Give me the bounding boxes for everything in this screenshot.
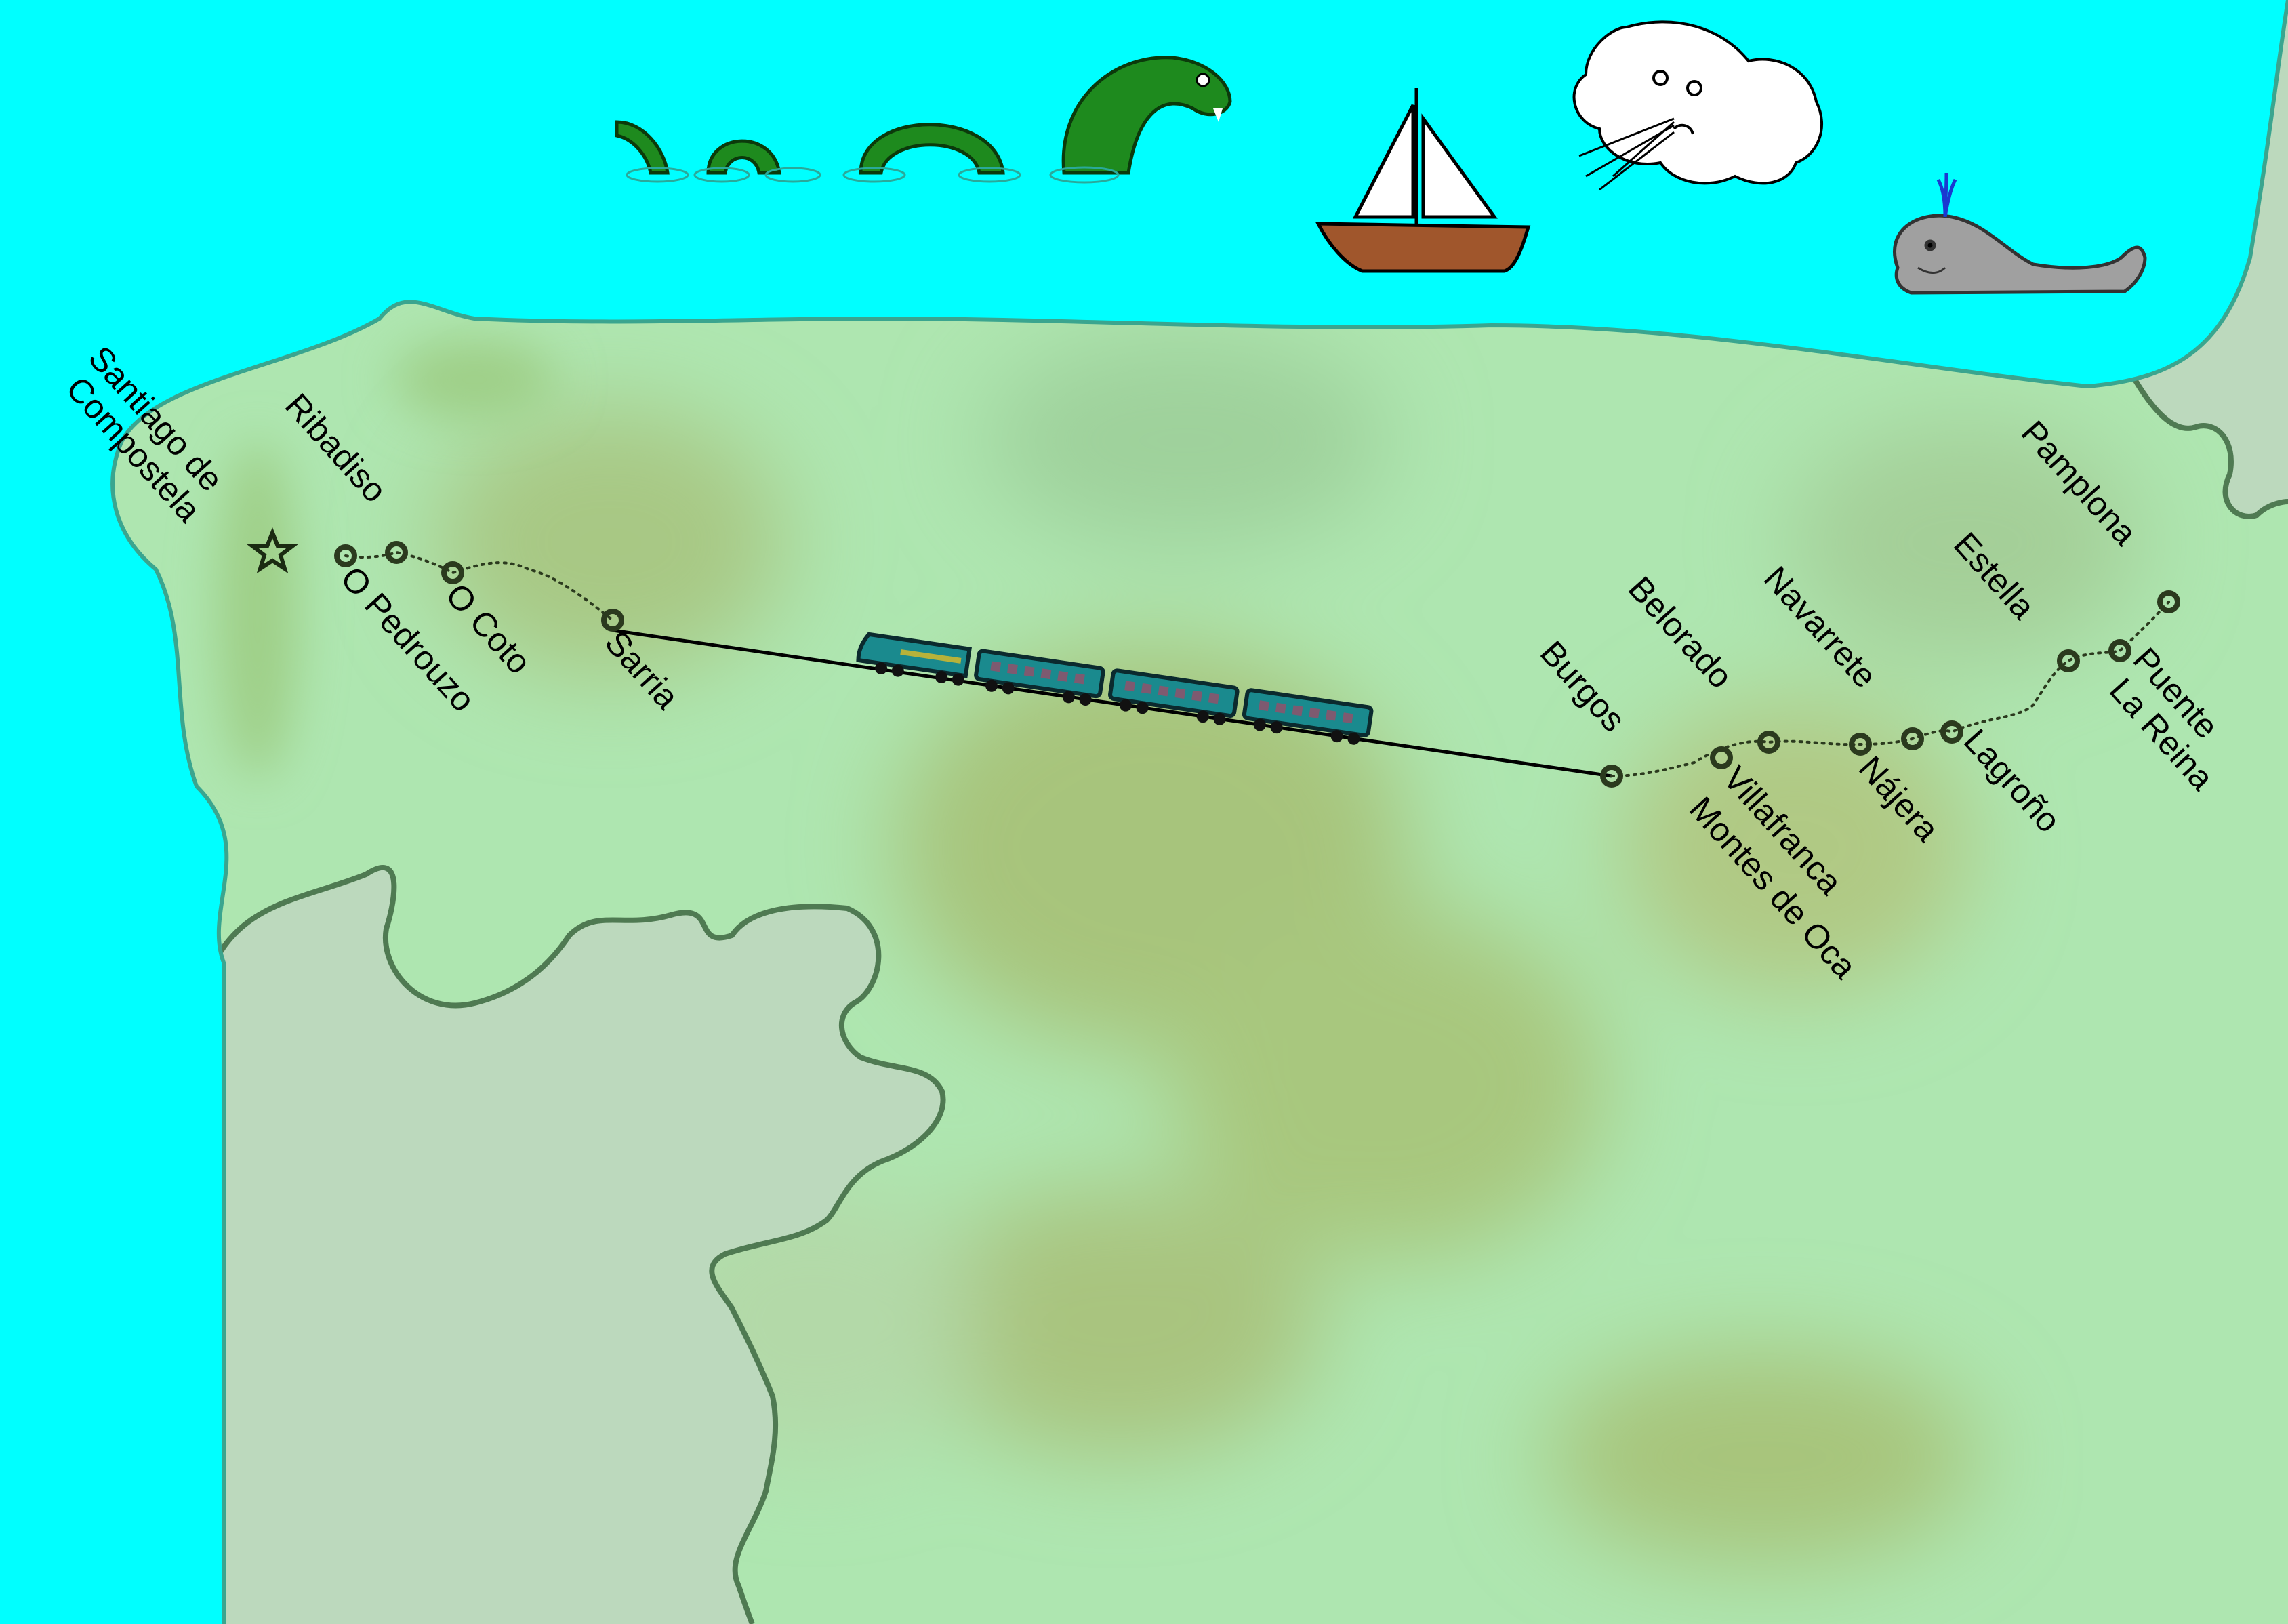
- stop-sarria[interactable]: [601, 609, 624, 632]
- sea-serpent-icon: [615, 56, 1232, 184]
- locomotive: [856, 632, 972, 686]
- stop-burgos[interactable]: [1600, 765, 1623, 788]
- neighbor-region: [203, 867, 943, 1624]
- stop-puente-la-reina[interactable]: [2108, 639, 2131, 662]
- coach-3: [1242, 688, 1374, 745]
- whale-icon: [1892, 172, 2147, 295]
- stop-logrono[interactable]: [1940, 720, 1963, 744]
- stop-o-coto[interactable]: [441, 561, 464, 584]
- coach-2: [1108, 668, 1240, 725]
- stop-belorado[interactable]: [1757, 731, 1780, 754]
- rail-line: [612, 628, 1612, 778]
- coastline: [110, 0, 2288, 1624]
- sailboat-icon: [1315, 88, 1531, 273]
- train-icon: [856, 632, 1374, 745]
- east-border: [2132, 378, 2288, 519]
- stop-villafranca[interactable]: [1710, 746, 1733, 769]
- stop-ribadiso[interactable]: [385, 541, 408, 564]
- stop-navarrete[interactable]: [1901, 727, 1924, 750]
- neighbor-border: [201, 865, 946, 1624]
- stop-estella[interactable]: [2057, 649, 2080, 672]
- star-icon: [247, 527, 298, 574]
- stops: [247, 527, 2180, 788]
- stop-najera[interactable]: [1849, 733, 1872, 756]
- coach-1: [974, 649, 1105, 706]
- stop-pamplona[interactable]: [2157, 590, 2180, 613]
- stop-o-pedrouzo[interactable]: [334, 544, 357, 567]
- east-region: [2135, 0, 2288, 516]
- wind-cloud-face-icon: [1572, 20, 1823, 191]
